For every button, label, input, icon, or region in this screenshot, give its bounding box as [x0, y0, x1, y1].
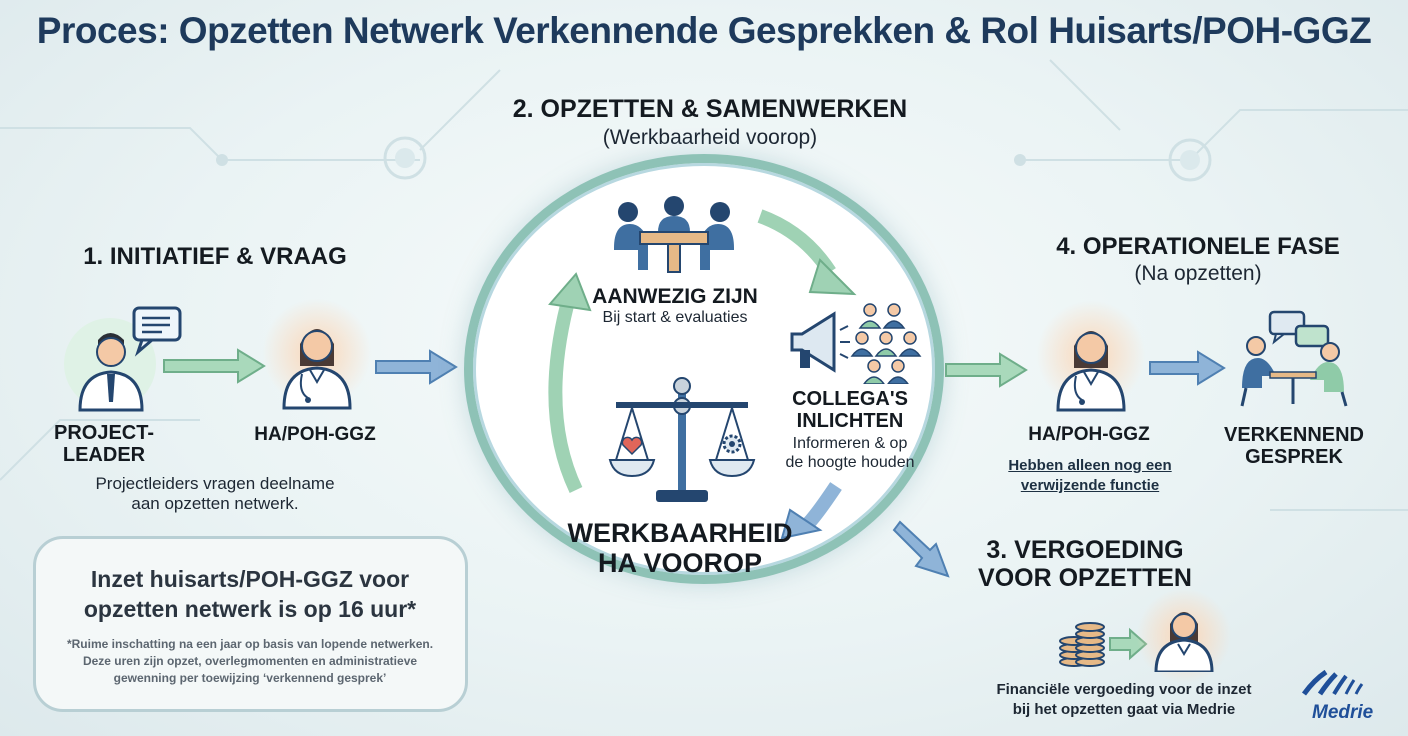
step4-ha-label: HA/POH-GGZ	[1028, 424, 1150, 445]
doctor-icon	[282, 329, 352, 410]
doctor-icon	[1154, 612, 1214, 672]
chat-bubbles-icon	[1268, 310, 1330, 348]
present-title: AANWEZIG ZIJN	[592, 285, 758, 308]
doctor-icon	[1056, 331, 1126, 412]
workable-title: WERKBAARHEID HA VOOROP	[567, 518, 793, 578]
hours-info-box	[33, 536, 468, 712]
conversation-icon	[1240, 310, 1348, 407]
arrow-ha-to-process	[375, 349, 458, 385]
medrie-logo-icon	[1301, 669, 1364, 696]
arrow-ha-to-conversation	[1149, 350, 1226, 386]
coin-stack-icon	[1059, 622, 1148, 667]
meeting-table-icon	[614, 196, 734, 273]
gear-icon	[722, 434, 742, 454]
arrow-process-to-compensation	[892, 520, 950, 578]
projectleader-label: PROJECT- LEADER	[53, 422, 155, 466]
projectleader-icon	[64, 306, 182, 412]
page-title: Proces: Opzetten Netwerk Verkennende Ges…	[36, 10, 1372, 51]
conversation-label: VERKENNEND GESPREK	[1223, 424, 1365, 468]
step2-subheading: (Werkbaarheid voorop)	[602, 126, 818, 149]
step3-heading: 3. VERGOEDING VOOR OPZETTEN	[978, 536, 1192, 592]
step3-description: Financiële vergoeding voor de inzet bij …	[996, 681, 1252, 718]
step1-heading: 1. INITIATIEF & VRAAG	[83, 243, 347, 270]
arrow-projectleader-to-ha	[163, 348, 266, 384]
hours-footnote: *Ruime inschatting na een jaar op basis …	[66, 637, 434, 685]
medrie-logo-text: Medrie	[1312, 702, 1374, 723]
step4-heading: 4. OPERATIONELE FASE	[1056, 233, 1340, 260]
colleagues-group-icon	[850, 303, 922, 384]
cycle-arrows	[548, 209, 857, 540]
step2-heading: 2. OPZETTEN & SAMENWERKEN	[512, 95, 908, 123]
step4-note: Hebben alleen nog een verwijzende functi…	[1008, 457, 1172, 494]
speech-bubble-icon	[132, 306, 182, 357]
process-circle	[464, 154, 944, 584]
hours-main-text: Inzet huisarts/POH-GGZ voor opzetten net…	[83, 566, 417, 622]
step1-ha-label: HA/POH-GGZ	[254, 424, 376, 445]
step1-description: Projectleiders vragen deelname aan opzet…	[95, 474, 335, 513]
step4-subheading: (Na opzetten)	[1134, 262, 1262, 285]
megaphone-icon	[790, 303, 922, 384]
present-subtitle: Bij start & evaluaties	[602, 309, 748, 326]
balance-scale-icon	[608, 377, 756, 502]
inform-subtitle: Informeren & op de hoogte houden	[785, 435, 915, 471]
inform-title: COLLEGA'S INLICHTEN	[792, 388, 908, 432]
arrow-process-to-operational	[945, 352, 1028, 388]
heart-icon	[621, 436, 643, 456]
